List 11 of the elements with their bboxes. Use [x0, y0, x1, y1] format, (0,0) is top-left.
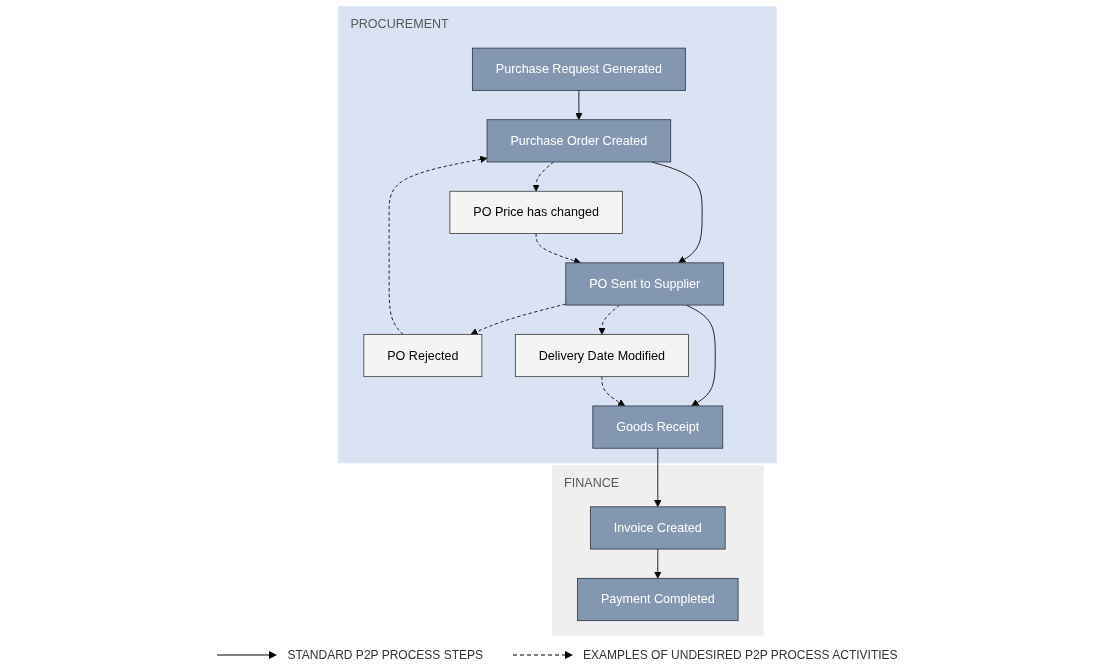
node-box: PO Rejected [363, 333, 483, 378]
node-box: Invoice Created [589, 506, 726, 550]
node-box: Goods Receipt [592, 405, 724, 449]
node-box: Purchase Request Generated [471, 47, 686, 91]
node-box: Delivery Date Modified [514, 333, 689, 378]
legend-text: EXAMPLES OF UNDESIRED P2P PROCESS ACTIVITIES [583, 648, 898, 662]
legend-text: STANDARD P2P PROCESS STEPS [287, 648, 484, 662]
node-box: PO Sent to Supplier [565, 262, 725, 306]
node-box: PO Price has changed [449, 190, 623, 234]
node-box: Purchase Order Created [486, 119, 672, 163]
node-box: Payment Completed [577, 577, 739, 622]
